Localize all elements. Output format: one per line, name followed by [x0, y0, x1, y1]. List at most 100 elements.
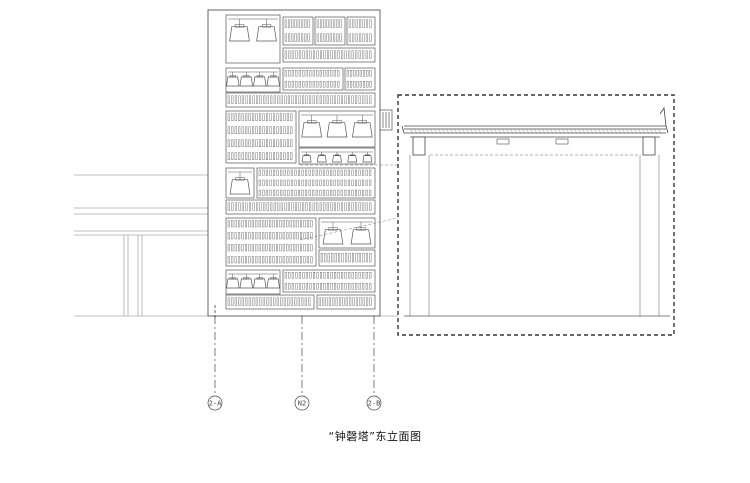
- chime: [316, 50, 319, 59]
- chime: [248, 202, 251, 211]
- chime: [365, 33, 368, 42]
- chime: [259, 202, 262, 211]
- chime: [315, 169, 318, 176]
- chime: [227, 202, 230, 211]
- chime: [362, 283, 365, 290]
- chime: [252, 126, 255, 134]
- chime: [355, 50, 358, 59]
- chime: [336, 19, 339, 28]
- chime: [308, 297, 311, 306]
- bell: [332, 155, 342, 163]
- bell: [239, 278, 253, 289]
- roof-hatch-line: [521, 128, 526, 134]
- bell-crown: [261, 24, 272, 28]
- chime: [312, 80, 315, 88]
- roof-hatch-line: [517, 128, 522, 134]
- chime: [330, 80, 333, 88]
- chime: [333, 202, 336, 211]
- chime: [320, 252, 323, 263]
- roof-hatch-line: [561, 128, 566, 134]
- chime: [322, 297, 325, 306]
- chime: [312, 169, 315, 176]
- chime: [258, 179, 261, 186]
- chime: [283, 152, 286, 161]
- chime: [298, 202, 301, 211]
- chime: [255, 152, 258, 161]
- chime: [320, 272, 323, 279]
- chime: [251, 232, 254, 240]
- grid-bubble-2a: [207, 395, 223, 411]
- grid-axes: 2-A N2 2-B: [207, 316, 382, 411]
- chime: [362, 202, 365, 211]
- chime: [351, 179, 354, 186]
- chime: [227, 152, 230, 161]
- chime: [308, 169, 311, 176]
- pavilion: [397, 94, 675, 336]
- chime: [335, 297, 338, 306]
- bell-crown: [332, 120, 342, 124]
- chime: [288, 33, 291, 42]
- chime: [323, 50, 326, 59]
- roof-hatch-line: [613, 128, 618, 134]
- chime: [340, 179, 343, 186]
- chime: [327, 252, 330, 263]
- chime: [231, 232, 234, 240]
- drawing-caption: “钟磬塔”东立面图: [328, 430, 422, 443]
- chime: [279, 220, 282, 228]
- chime: [362, 297, 365, 306]
- chime-panel: [282, 67, 344, 91]
- chime: [298, 179, 301, 186]
- chime: [298, 69, 301, 77]
- roof-hatch-line: [529, 128, 534, 134]
- chime: [248, 126, 251, 134]
- chime: [310, 220, 313, 228]
- chime: [365, 169, 368, 176]
- chime: [310, 256, 313, 264]
- chime: [227, 232, 230, 240]
- chime: [319, 202, 322, 211]
- chime: [266, 152, 269, 161]
- chime: [231, 256, 234, 264]
- bell: [326, 122, 348, 138]
- chime: [337, 272, 340, 279]
- chime: [273, 113, 276, 121]
- chime: [245, 297, 248, 306]
- chime: [293, 220, 296, 228]
- chime: [306, 256, 309, 264]
- chime: [326, 80, 329, 88]
- chime: [266, 139, 269, 148]
- chime: [330, 272, 333, 279]
- roof-hatch-line: [417, 128, 422, 134]
- chime: [345, 297, 348, 306]
- chime: [295, 69, 298, 77]
- chime: [279, 152, 282, 161]
- chime: [234, 139, 237, 148]
- chime: [305, 50, 308, 59]
- chime: [265, 220, 268, 228]
- chime: [327, 272, 330, 279]
- chime: [245, 126, 248, 134]
- chime: [296, 220, 299, 228]
- chime: [309, 80, 312, 88]
- roof-hatch-line: [605, 128, 610, 134]
- chime: [362, 179, 365, 186]
- chime: [259, 95, 262, 104]
- chime: [286, 256, 289, 264]
- chime: [294, 297, 297, 306]
- roof-hatch-line: [653, 128, 658, 134]
- chime: [339, 19, 342, 28]
- roof-hatch-line: [585, 128, 590, 134]
- chime: [286, 244, 289, 252]
- chime: [241, 126, 244, 134]
- chime: [315, 189, 318, 196]
- chime: [280, 169, 283, 176]
- chime: [298, 283, 301, 290]
- chime: [259, 297, 262, 306]
- chime: [363, 80, 366, 88]
- chime: [316, 202, 319, 211]
- roof-hatch-line: [509, 128, 514, 134]
- chime: [241, 220, 244, 228]
- chime: [290, 169, 293, 176]
- chime: [276, 152, 279, 161]
- chime: [302, 80, 305, 88]
